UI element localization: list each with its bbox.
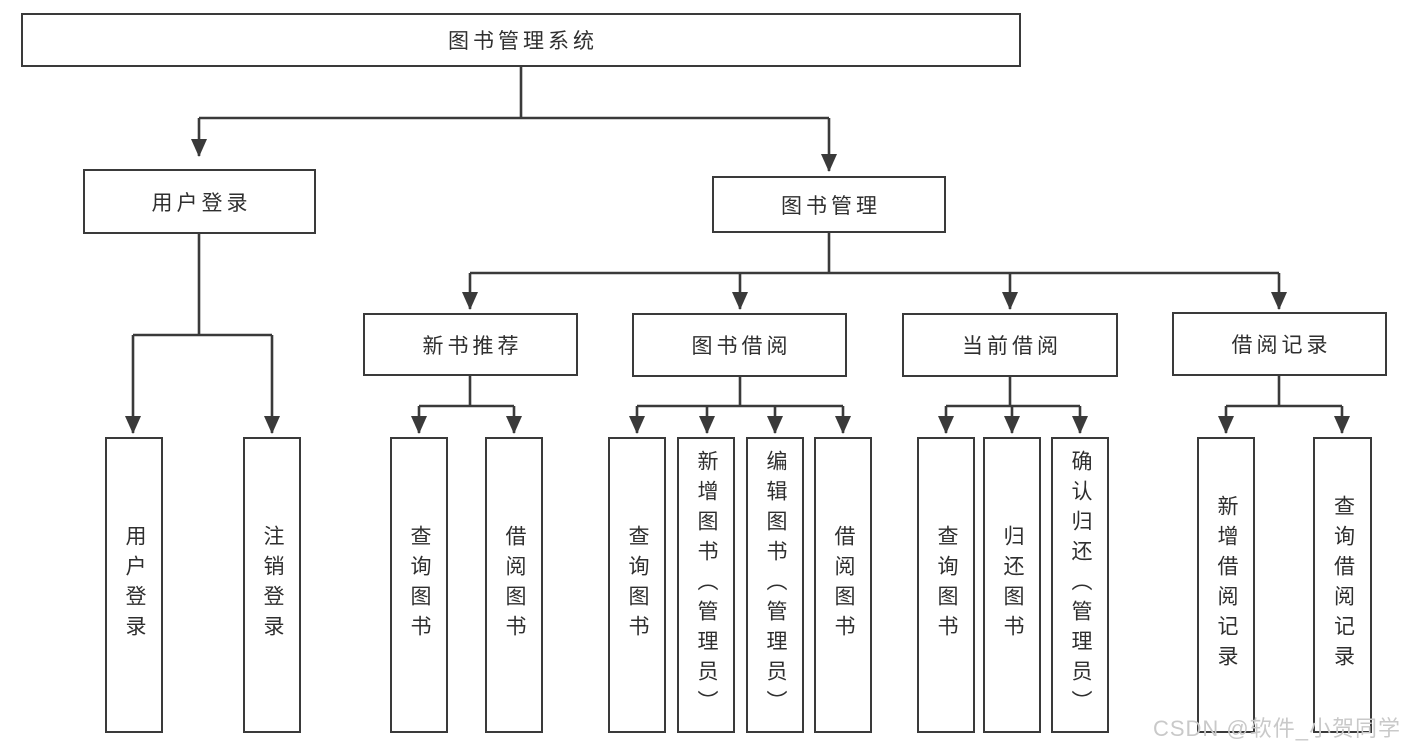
leaf-confirm-return-admin: 确认归还（管理员）: [1051, 437, 1109, 733]
leaf-return-books: 归还图书: [983, 437, 1041, 733]
node-library-system: 图书管理系统: [21, 13, 1021, 67]
node-borrow-records: 借阅记录: [1172, 312, 1387, 376]
leaf-query-borrow-record: 查询借阅记录: [1313, 437, 1372, 733]
leaf-borrow-books: 借阅图书: [814, 437, 872, 733]
connector-group: [125, 67, 1350, 434]
node-book-borrowing: 图书借阅: [632, 313, 847, 377]
leaf-add-borrow-record: 新增借阅记录: [1197, 437, 1255, 733]
leaf-add-books-admin: 新增图书（管理员）: [677, 437, 735, 733]
node-book-management: 图书管理: [712, 176, 946, 233]
leaf-logout: 注销登录: [243, 437, 301, 733]
leaf-query-books-current: 查询图书: [917, 437, 975, 733]
node-new-book-recommend: 新书推荐: [363, 313, 578, 376]
node-current-borrowing: 当前借阅: [902, 313, 1118, 377]
leaf-query-books-recommend: 查询图书: [390, 437, 448, 733]
leaf-borrow-books-recommend: 借阅图书: [485, 437, 543, 733]
leaf-query-books-borrowing: 查询图书: [608, 437, 666, 733]
node-user-login: 用户登录: [83, 169, 316, 234]
leaf-user-login: 用户登录: [105, 437, 163, 733]
leaf-edit-books-admin: 编辑图书（管理员）: [746, 437, 804, 733]
